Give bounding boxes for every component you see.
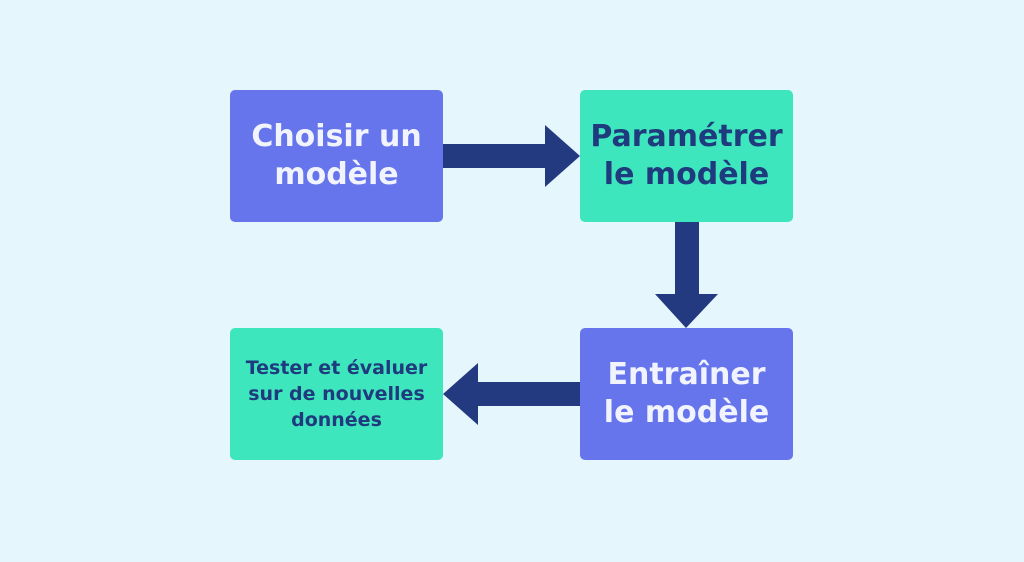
step-train-model: Entraîner le modèle [580,328,793,460]
arrow-param-to-train [655,222,718,328]
step-choose-model-line-2: modèle [274,157,399,192]
step-configure-model-line-1: Paramétrer [590,119,783,154]
step-test-evaluate-line-1: Tester et évaluer [245,357,428,379]
step-test-evaluate-line-3: données [291,409,382,431]
step-train-model-line-1: Entraîner [607,357,766,392]
step-configure-model: Paramétrer le modèle [580,90,793,222]
arrow-train-to-test [443,363,580,425]
arrow-choose-to-param [443,125,580,187]
step-train-model-line-2: le modèle [603,395,770,430]
step-configure-model-line-2: le modèle [603,157,770,192]
step-test-evaluate: Tester et évaluer sur de nouvelles donné… [230,328,443,460]
step-test-evaluate-line-2: sur de nouvelles [248,383,425,405]
step-choose-model-line-1: Choisir un [251,119,422,154]
step-choose-model: Choisir un modèle [230,90,443,222]
